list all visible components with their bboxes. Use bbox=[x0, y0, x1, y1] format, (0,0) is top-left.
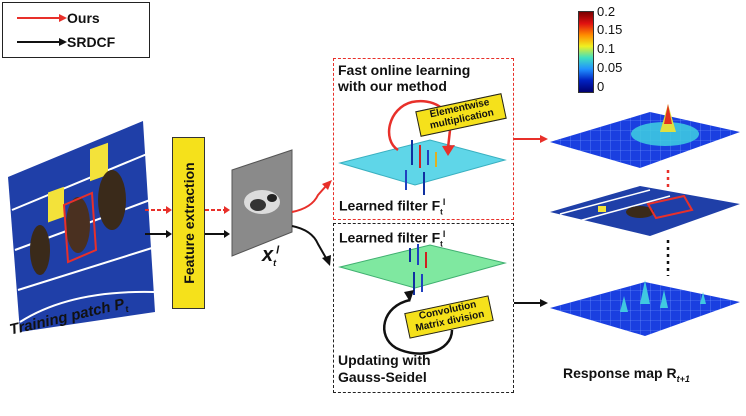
colorbar-tick-4: 0 bbox=[597, 79, 605, 94]
feature-x-symbol: x bbox=[262, 244, 274, 266]
arrow-ours-1 bbox=[145, 206, 172, 214]
fast-learning-line-1: Fast online learning bbox=[338, 62, 471, 78]
fast-learning-title: Fast online learning with our method bbox=[338, 62, 470, 94]
learned-filter-ours-label: Learned filter Ftl bbox=[339, 197, 445, 216]
updating-title: Updating with Gauss-Seidel bbox=[338, 352, 431, 386]
red-arrow-icon bbox=[17, 14, 67, 22]
feature-x-sup: l bbox=[276, 244, 280, 257]
colorbar-tick-0: 0.2 bbox=[597, 4, 616, 19]
feature-extraction-block: Feature extraction bbox=[172, 137, 205, 309]
learned-filter-srdcf-sup: l bbox=[442, 229, 446, 239]
arrow-to-updating bbox=[291, 225, 327, 259]
gauss-seidel-loop-arrow bbox=[382, 298, 454, 355]
arrow-to-response-srdcf bbox=[514, 299, 548, 307]
training-patch-image bbox=[8, 121, 155, 332]
colorbar-tick-3: 0.05 bbox=[597, 60, 623, 75]
search-region-image bbox=[550, 186, 740, 236]
arrow-srdcf-2 bbox=[205, 230, 230, 238]
learned-filter-ours-plot bbox=[338, 139, 507, 195]
response-map-label: Response map Rt+1 bbox=[563, 365, 690, 384]
feature-extraction-label: Feature extraction bbox=[180, 162, 197, 284]
updating-line-2: Gauss-Seidel bbox=[338, 369, 427, 385]
learned-filter-ours-sup: l bbox=[442, 197, 446, 207]
arrow-to-fast-learning bbox=[291, 185, 327, 213]
legend-srdcf: SRDCF bbox=[11, 31, 115, 53]
colorbar bbox=[578, 11, 594, 93]
response-map-ours-plot bbox=[550, 104, 740, 168]
fast-learning-line-2: with our method bbox=[338, 78, 447, 94]
feature-map-image bbox=[231, 149, 293, 257]
colorbar-tick-1: 0.15 bbox=[597, 22, 623, 37]
fast-learning-box bbox=[333, 58, 514, 220]
response-map-sub: t+1 bbox=[676, 373, 690, 384]
arrow-srdcf-1 bbox=[145, 230, 172, 238]
legend-ours-label: Ours bbox=[67, 10, 100, 26]
learned-filter-srdcf-text: Learned filter F bbox=[339, 229, 441, 246]
legend-srdcf-label: SRDCF bbox=[67, 34, 116, 50]
learned-filter-ours-text: Learned filter F bbox=[339, 197, 441, 214]
learned-filter-srdcf-sub: t bbox=[440, 239, 443, 249]
updating-line-1: Updating with bbox=[338, 352, 431, 368]
learned-filter-srdcf-plot bbox=[338, 244, 507, 295]
feature-x-sub: t bbox=[273, 258, 277, 268]
learned-filter-srdcf-label: Learned filter Ftl bbox=[339, 229, 445, 248]
black-arrow-icon bbox=[17, 38, 67, 46]
updating-box bbox=[333, 223, 514, 393]
arrow-to-response-ours bbox=[514, 135, 548, 143]
arrow-ours-2 bbox=[205, 206, 230, 214]
feature-x-label: xtl bbox=[262, 244, 279, 268]
legend: Ours SRDCF bbox=[2, 2, 150, 58]
legend-ours: Ours bbox=[11, 7, 100, 29]
response-map-text: Response map R bbox=[563, 365, 677, 381]
learned-filter-ours-sub: t bbox=[440, 207, 443, 217]
response-map-srdcf-plot bbox=[550, 280, 740, 336]
colorbar-tick-2: 0.1 bbox=[597, 41, 616, 56]
